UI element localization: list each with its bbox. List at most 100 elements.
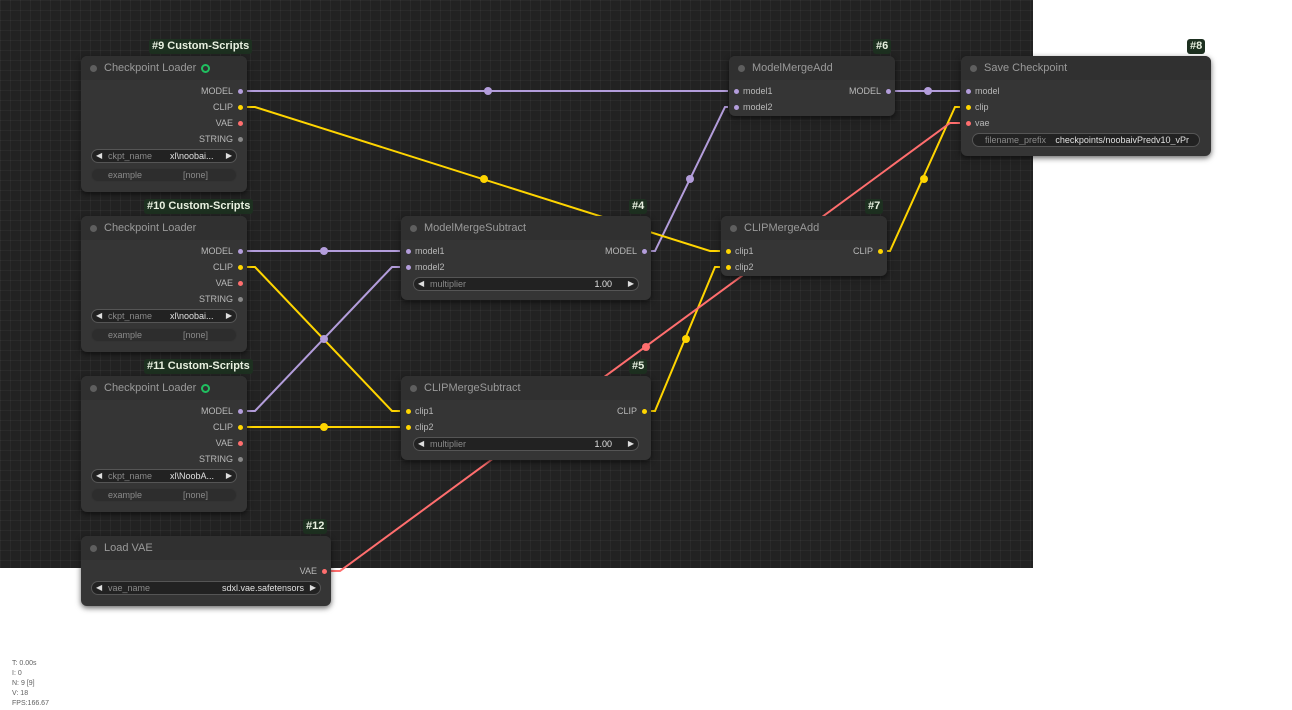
stat-time: T: 0.00s — [12, 660, 37, 667]
output-pin-model[interactable] — [238, 89, 243, 94]
node-title-bar[interactable]: CLIPMergeAdd — [721, 216, 887, 240]
decrement-arrow-icon[interactable]: ◀ — [96, 311, 103, 320]
input-pin-model1[interactable] — [406, 249, 411, 254]
decrement-arrow-icon[interactable]: ◀ — [418, 439, 425, 448]
increment-arrow-icon[interactable]: ▶ — [225, 311, 232, 320]
input-label-model2: model2 — [743, 102, 773, 112]
widget-label: filename_prefix — [985, 135, 1047, 145]
output-pin-model[interactable] — [238, 249, 243, 254]
output-label-vae: VAE — [215, 118, 233, 128]
output-pin-clip[interactable] — [878, 249, 883, 254]
ckpt-name-combo[interactable]: ◀ ckpt_name xl\noobai... ▶ — [91, 149, 237, 163]
output-pin-vae[interactable] — [238, 121, 243, 126]
output-pin-string[interactable] — [238, 297, 243, 302]
output-pin-vae[interactable] — [322, 569, 327, 574]
increment-arrow-icon[interactable]: ▶ — [225, 471, 232, 480]
vae-name-combo[interactable]: ◀ vae_name sdxl.vae.safetensors ▶ — [91, 581, 321, 595]
decrement-arrow-icon[interactable]: ◀ — [418, 279, 425, 288]
multiplier-widget[interactable]: ◀ multiplier 1.00 ▶ — [413, 437, 639, 451]
decrement-arrow-icon[interactable]: ◀ — [96, 583, 103, 592]
checkpoint-loader-node-9[interactable]: Checkpoint Loader MODEL CLIP VAE STRING … — [81, 56, 247, 192]
node-title: CLIPMergeAdd — [744, 222, 820, 234]
input-pin-clip2[interactable] — [406, 425, 411, 430]
checkpoint-loader-node-11[interactable]: Checkpoint Loader MODEL CLIP VAE STRING … — [81, 376, 247, 512]
input-pin-clip[interactable] — [966, 105, 971, 110]
node-title: Checkpoint Loader — [104, 382, 197, 394]
stats-overlay: T: 0.00s I: 0 N: 9 [9] V: 18 FPS:166.67 — [12, 659, 49, 709]
widget-value: xl\noobai... — [170, 311, 214, 321]
multiplier-widget[interactable]: ◀ multiplier 1.00 ▶ — [413, 277, 639, 291]
output-pin-string[interactable] — [238, 137, 243, 142]
increment-arrow-icon[interactable]: ▶ — [627, 279, 634, 288]
node-title-bar[interactable]: ModelMergeSubtract — [401, 216, 651, 240]
checkpoint-loader-node-10[interactable]: Checkpoint Loader MODEL CLIP VAE STRING … — [81, 216, 247, 352]
output-label-vae: VAE — [299, 566, 317, 576]
collapse-dot[interactable] — [90, 545, 97, 552]
input-pin-clip2[interactable] — [726, 265, 731, 270]
collapse-dot[interactable] — [970, 65, 977, 72]
node-title-bar[interactable]: Checkpoint Loader — [81, 376, 247, 400]
output-pin-clip[interactable] — [642, 409, 647, 414]
collapse-dot[interactable] — [738, 65, 745, 72]
example-widget: example [none] — [91, 488, 237, 502]
increment-arrow-icon[interactable]: ▶ — [225, 151, 232, 160]
output-pin-clip[interactable] — [238, 105, 243, 110]
output-pin-clip[interactable] — [238, 265, 243, 270]
output-pin-string[interactable] — [238, 457, 243, 462]
collapse-dot[interactable] — [90, 385, 97, 392]
link-icon — [201, 64, 211, 73]
decrement-arrow-icon[interactable]: ◀ — [96, 151, 103, 160]
node-title-bar[interactable]: Load VAE — [81, 536, 331, 560]
output-pin-model[interactable] — [642, 249, 647, 254]
output-pin-vae[interactable] — [238, 441, 243, 446]
collapse-dot[interactable] — [730, 225, 737, 232]
input-label-clip1: clip1 — [415, 406, 434, 416]
node-title-bar[interactable]: ModelMergeAdd — [729, 56, 895, 80]
output-pin-model[interactable] — [238, 409, 243, 414]
collapse-dot[interactable] — [90, 65, 97, 72]
output-label-string: STRING — [198, 134, 233, 144]
filename-prefix-input[interactable]: filename_prefix checkpoints/noobaivPredv… — [972, 133, 1200, 147]
output-label-clip: CLIP — [616, 406, 637, 416]
load-vae-node-12[interactable]: Load VAE VAE ◀ vae_name sdxl.vae.safeten… — [81, 536, 331, 606]
node-title: CLIPMergeSubtract — [424, 382, 521, 394]
widget-value: checkpoints/noobaivPredv10_vPr — [1055, 135, 1189, 145]
save-checkpoint-node-8[interactable]: Save Checkpoint model clip vae filename_… — [961, 56, 1211, 156]
output-pin-vae[interactable] — [238, 281, 243, 286]
widget-label: vae_name — [108, 583, 151, 593]
stat-fps: FPS:166.67 — [12, 700, 49, 707]
input-pin-model2[interactable] — [406, 265, 411, 270]
collapse-dot[interactable] — [410, 385, 417, 392]
collapse-dot[interactable] — [410, 225, 417, 232]
clip-merge-subtract-node-5[interactable]: CLIPMergeSubtract clip1 clip2 CLIP ◀ mul… — [401, 376, 651, 460]
output-label-model: MODEL — [200, 406, 233, 416]
ckpt-name-combo[interactable]: ◀ ckpt_name xl\noobai... ▶ — [91, 309, 237, 323]
node-title-bar[interactable]: Save Checkpoint — [961, 56, 1211, 80]
increment-arrow-icon[interactable]: ▶ — [627, 439, 634, 448]
widget-value: [none] — [182, 330, 208, 340]
input-pin-model2[interactable] — [734, 105, 739, 110]
node-id-badge: #7 — [865, 199, 884, 214]
output-pin-clip[interactable] — [238, 425, 243, 430]
stat-visible: V: 18 — [12, 690, 29, 697]
node-title-bar[interactable]: Checkpoint Loader — [81, 56, 247, 80]
model-merge-add-node-6[interactable]: ModelMergeAdd model1 model2 MODEL — [729, 56, 895, 116]
decrement-arrow-icon[interactable]: ◀ — [96, 471, 103, 480]
input-pin-clip1[interactable] — [726, 249, 731, 254]
clip-merge-add-node-7[interactable]: CLIPMergeAdd clip1 clip2 CLIP — [721, 216, 887, 276]
input-pin-model[interactable] — [966, 89, 971, 94]
output-label-string: STRING — [198, 294, 233, 304]
increment-arrow-icon[interactable]: ▶ — [309, 583, 316, 592]
output-pin-model[interactable] — [886, 89, 891, 94]
output-label-vae: VAE — [215, 438, 233, 448]
input-pin-clip1[interactable] — [406, 409, 411, 414]
input-pin-model1[interactable] — [734, 89, 739, 94]
node-title-bar[interactable]: CLIPMergeSubtract — [401, 376, 651, 400]
model-merge-subtract-node-4[interactable]: ModelMergeSubtract model1 model2 MODEL ◀… — [401, 216, 651, 300]
node-title-bar[interactable]: Checkpoint Loader — [81, 216, 247, 240]
node-id-badge: #4 — [629, 199, 648, 214]
node-title: ModelMergeAdd — [752, 62, 833, 74]
collapse-dot[interactable] — [90, 225, 97, 232]
input-pin-vae[interactable] — [966, 121, 971, 126]
ckpt-name-combo[interactable]: ◀ ckpt_name xl\NoobA... ▶ — [91, 469, 237, 483]
